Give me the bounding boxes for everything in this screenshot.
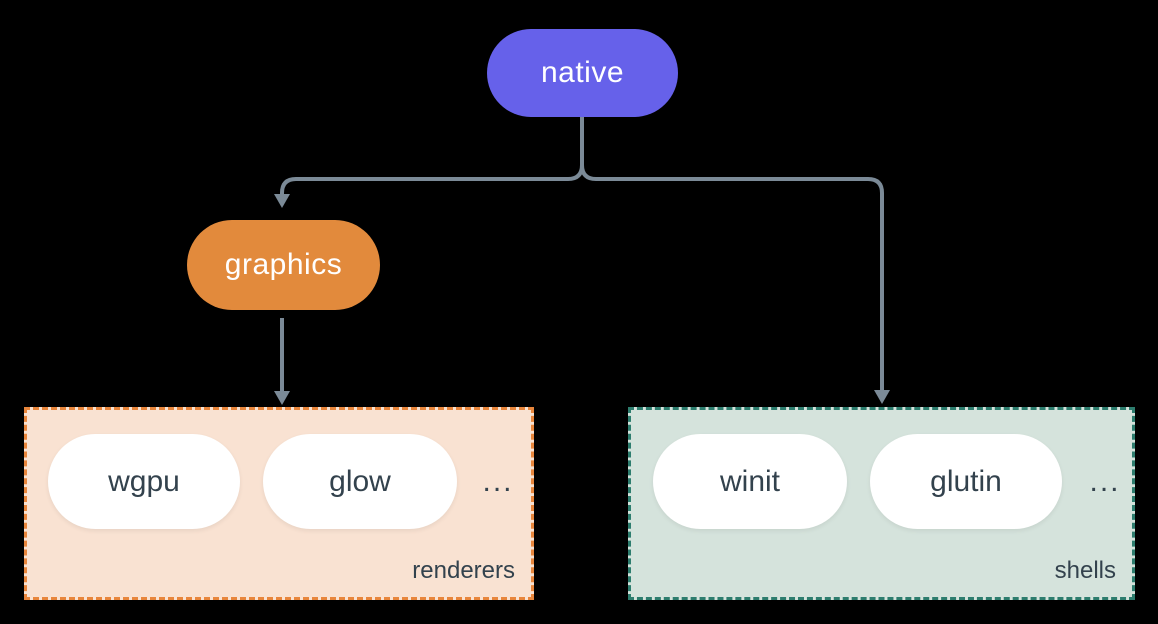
node-glutin: glutin [870, 434, 1062, 529]
arrowhead-into-renderers [274, 391, 290, 405]
connector-native-to-shells [580, 117, 884, 392]
group-shells-label: shells [1054, 557, 1116, 584]
arrowhead-into-graphics [274, 194, 290, 208]
node-glow: glow [263, 434, 457, 529]
node-wgpu-label: wgpu [108, 464, 180, 498]
group-renderers-label: renderers [412, 557, 515, 584]
connector-native-to-graphics [280, 117, 584, 196]
node-winit: winit [653, 434, 847, 529]
shells-ellipsis: ... [1089, 464, 1121, 498]
renderers-ellipsis: ... [482, 464, 514, 498]
group-shells: winit glutin ... shells [628, 407, 1135, 600]
node-winit-label: winit [719, 464, 780, 498]
node-graphics-label: graphics [224, 248, 343, 281]
node-glutin-label: glutin [930, 464, 1002, 498]
group-renderers: wgpu glow ... renderers [24, 407, 534, 600]
node-graphics: graphics [187, 220, 380, 310]
node-wgpu: wgpu [48, 434, 240, 529]
node-native: native [487, 29, 678, 117]
node-native-label: native [540, 56, 625, 89]
arrowhead-into-shells [874, 390, 890, 404]
node-glow-label: glow [329, 464, 391, 498]
